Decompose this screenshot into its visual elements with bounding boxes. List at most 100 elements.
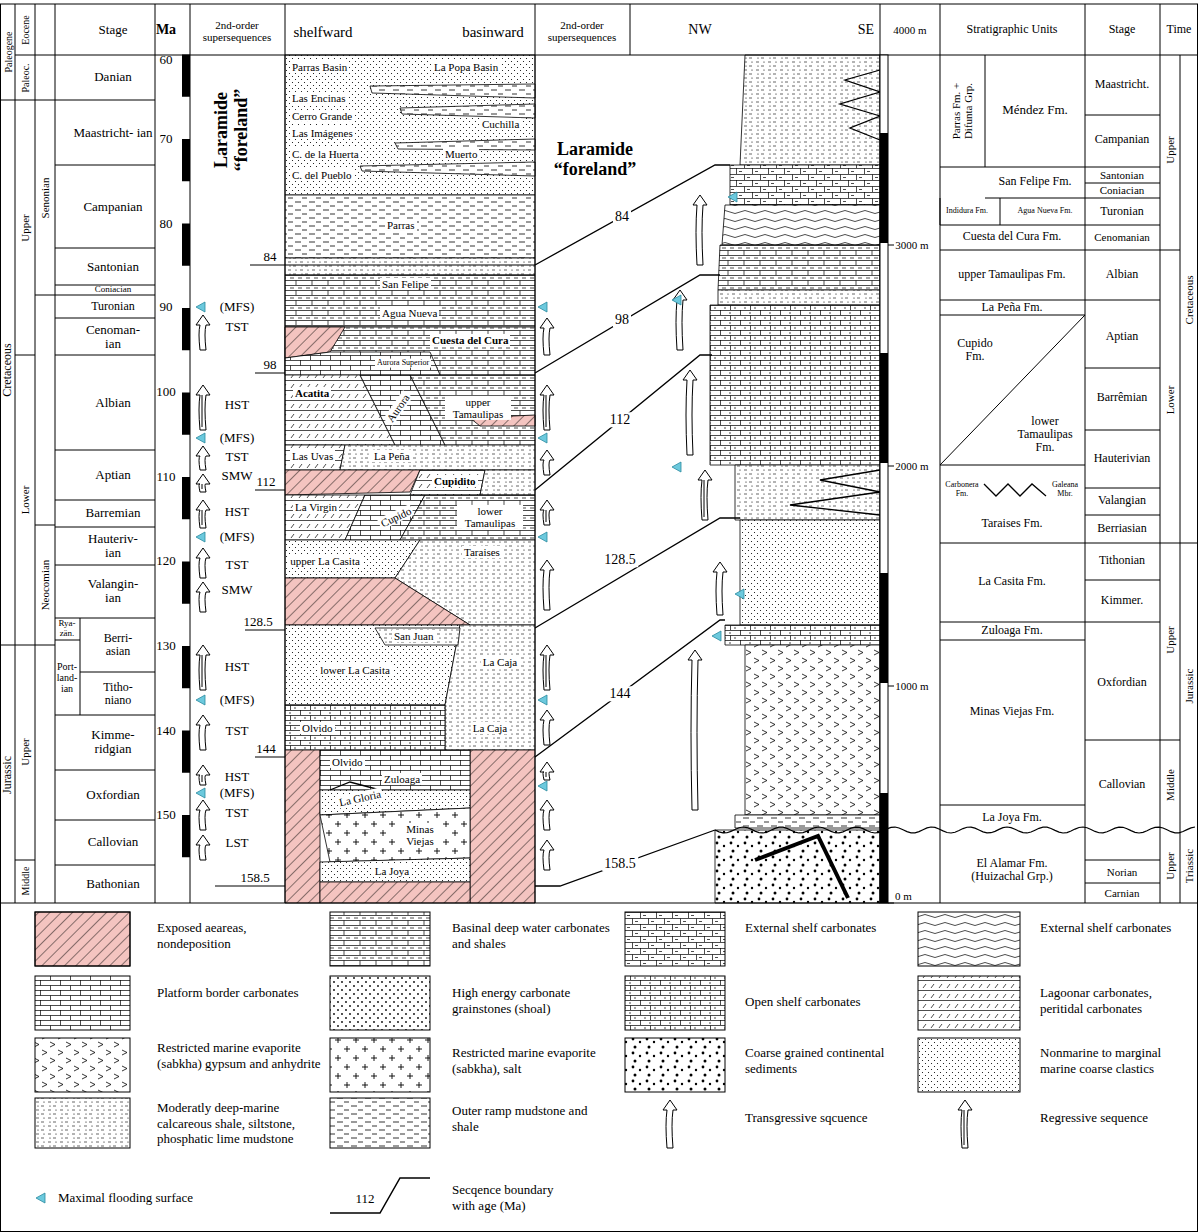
legend-text: Restricted marine evaporite (sabkha), sa… [452, 1045, 622, 1076]
depth-tick [888, 686, 894, 687]
legend-text: External shelf carbonates [1040, 920, 1190, 936]
chart-label: Stage [1109, 23, 1136, 36]
chart-label: 2nd-order supersequences [192, 19, 282, 43]
legend-pattern [35, 1098, 130, 1148]
lithology-area [285, 275, 535, 327]
chart-label: 158.5 [238, 871, 271, 885]
sequence-arrow [196, 765, 210, 785]
legend-pattern [330, 1098, 430, 1148]
grid-line [1085, 883, 1160, 884]
sequence-arrow [688, 650, 702, 810]
legend-text: Regressive sequence [1040, 1110, 1190, 1126]
chart-label: Upper [19, 738, 31, 766]
legend-pattern [625, 912, 725, 966]
grid-line [1085, 430, 1160, 431]
grid-line [285, 4, 286, 903]
chart-label: Cenoman- ian [83, 323, 143, 352]
chart-label: La Peña [372, 450, 412, 462]
chart-label: (MFS) [218, 431, 257, 445]
chart-label: TST [223, 724, 250, 738]
sequence-arrow [698, 470, 712, 520]
flooding-surface-mark [196, 788, 205, 798]
grid-line [940, 4, 941, 903]
chart-label: Jurassic [1, 756, 14, 794]
sequence-arrow [196, 835, 210, 860]
chart-label: TST [223, 450, 250, 464]
flooding-surface-mark [538, 433, 547, 443]
age-scale-bar [182, 224, 190, 266]
legend-text: Maximal flooding surface [58, 1190, 308, 1206]
lithology-area [320, 882, 470, 903]
grid-line [1160, 543, 1198, 544]
legend-text: Nonmarine to marginal marine coarse clas… [1040, 1045, 1190, 1076]
grid-line [55, 100, 155, 101]
grid-line [255, 490, 285, 491]
grid-line [0, 4, 1, 1232]
chart-label: Santonian [1100, 169, 1144, 181]
flooding-surface-mark [672, 295, 681, 305]
age-scale-bar [182, 477, 190, 519]
chart-label: 158.5 [602, 856, 638, 871]
chart-label: Callovian [1099, 778, 1146, 791]
grid-line [535, 4, 536, 903]
grid-line [940, 315, 1085, 465]
chart-label: Tithonian [1099, 554, 1145, 567]
grid-line [1085, 368, 1160, 369]
flooding-surface-mark [36, 1193, 45, 1203]
chart-label: Upper [1164, 852, 1176, 880]
chart-label: Minas Viejas [398, 823, 442, 847]
chart-label: Barrêmian [1097, 391, 1148, 404]
depth-tick [888, 466, 894, 467]
chart-label: Paleogene [3, 31, 14, 72]
chart-label: TST [223, 320, 250, 334]
grid-line [55, 355, 155, 356]
sequence-arrow [196, 446, 210, 470]
legend-hatch [35, 912, 130, 966]
age-scale-bar [182, 646, 190, 688]
boundary-line [535, 518, 740, 628]
lithology-area [718, 290, 880, 305]
flooding-surface-mark [735, 589, 744, 599]
grid-line [55, 770, 155, 771]
chart-label: Callovian [88, 835, 139, 849]
chart-label: 120 [156, 554, 176, 568]
sequence-arrow [958, 1100, 972, 1148]
legend-pattern [918, 1038, 1020, 1092]
lithology-area [285, 578, 470, 625]
grid-line [55, 450, 155, 451]
lithology-area [715, 830, 880, 903]
chart-label: 70 [160, 132, 173, 146]
grid-line [215, 886, 285, 887]
regressive-mark [704, 480, 705, 517]
chart-label: upper Tamaulipas [445, 396, 511, 420]
lithology-area [285, 327, 535, 375]
grid-line [1000, 198, 1001, 225]
chart-label: La Caja [481, 656, 520, 668]
regressive-mark [202, 775, 203, 782]
lithology-area [740, 520, 880, 625]
lithology-area [735, 465, 880, 520]
grid-line [250, 265, 535, 266]
chart-label: Zuloaga Fm. [981, 624, 1042, 637]
grid-line [245, 630, 285, 631]
sequence-arrow [196, 474, 210, 492]
lithology-area [470, 750, 535, 903]
chart-label: C. de la Huerta [290, 148, 361, 160]
chart-label: basinward [462, 24, 524, 41]
lithology-area [410, 470, 485, 495]
grid-line [1160, 250, 1180, 251]
chart-label: Cenomanian [1094, 231, 1150, 243]
chart-label: Jurassic [1183, 669, 1195, 704]
chart-label: Cretaceous [1183, 276, 1195, 325]
chart-label: Lower [19, 486, 31, 515]
chart-label: Campanian [83, 200, 142, 214]
grid-line [0, 645, 15, 646]
lithology-area [320, 808, 470, 862]
chart-label: C. del Pueblo [290, 169, 354, 181]
lithology-area [285, 470, 420, 495]
chart-label: Taraises [462, 546, 502, 558]
flooding-surface-mark [196, 302, 205, 312]
lithology-area [745, 645, 880, 815]
chart-label: Turonian [1100, 205, 1144, 218]
chart-label: Stage [99, 23, 128, 37]
